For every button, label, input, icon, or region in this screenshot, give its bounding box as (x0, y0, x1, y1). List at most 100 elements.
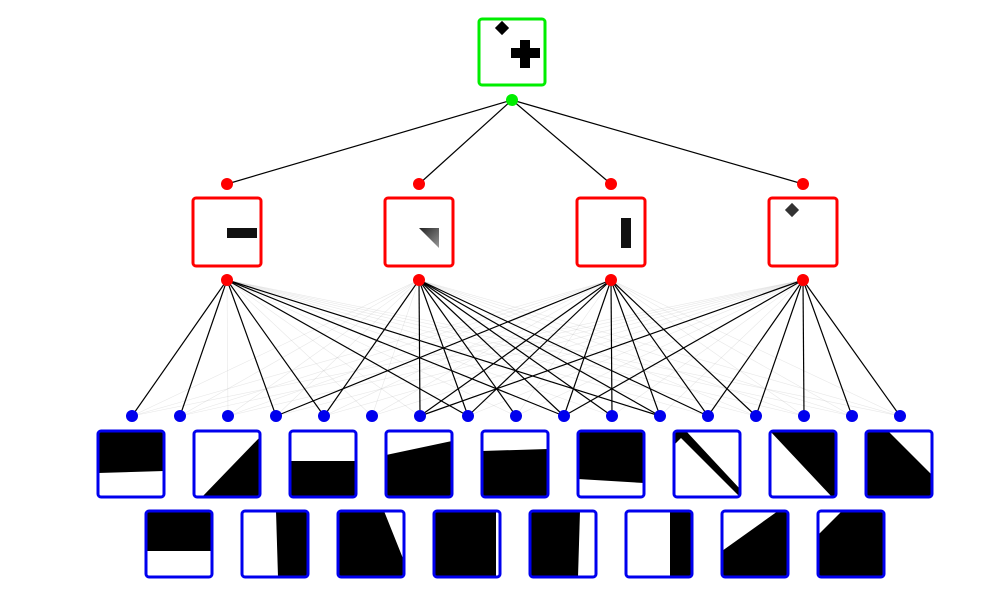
pattern-fill (670, 511, 692, 577)
child-edge (610, 279, 709, 417)
root-diamond-icon (494, 20, 510, 36)
right-half-black-pattern (276, 511, 308, 577)
leaf-box (528, 509, 598, 579)
strong-edge-layer (131, 99, 901, 417)
pattern-fill (818, 511, 884, 577)
leaf-dot (174, 410, 186, 422)
child-edge (226, 279, 325, 417)
pattern-fill (482, 449, 548, 497)
leaf-box (480, 429, 550, 499)
leaf-box (816, 509, 886, 579)
pattern-fill (146, 511, 212, 551)
faint-edge (227, 279, 420, 417)
pattern-fill (434, 511, 496, 577)
child-edge (707, 279, 804, 417)
root-dot (506, 94, 518, 106)
leaf-dot (846, 410, 858, 422)
mid-node (575, 178, 647, 286)
diagonal-lower-right-black-pattern (202, 437, 260, 497)
leaf-dot (510, 410, 522, 422)
leaf-node-row2 (432, 509, 502, 579)
faint-edge (226, 279, 229, 417)
child-edge (802, 279, 805, 417)
pattern-fill (386, 441, 452, 497)
leaf-node-row2 (816, 509, 886, 579)
pattern-fill (674, 431, 740, 497)
child-edge (802, 279, 853, 417)
child-edge (418, 279, 517, 417)
leaf-dot (318, 410, 330, 422)
triangle-icon (419, 228, 439, 248)
leaf-box (720, 509, 790, 579)
leaf-dot (798, 410, 810, 422)
mid-box (575, 196, 647, 268)
leaf-node-row1 (384, 429, 454, 499)
vbar-icon (621, 218, 631, 248)
faint-edge (611, 279, 804, 417)
child-edge (419, 279, 804, 417)
pattern-fill (530, 511, 580, 577)
pattern-fill (722, 511, 788, 577)
corner-cut-black-pattern (818, 511, 884, 577)
pattern-fill (276, 511, 308, 577)
leaf-dot (270, 410, 282, 422)
leaf-box (768, 429, 838, 499)
leaf-dot (558, 410, 570, 422)
leaf-dot (126, 410, 138, 422)
pattern-fill (770, 431, 836, 497)
leaf-node-row1 (96, 429, 166, 499)
child-edge (226, 279, 565, 417)
top-mostly-black-pattern (578, 431, 644, 483)
faint-edge (610, 279, 853, 417)
leaf-node-row1 (288, 429, 358, 499)
pattern-fill (578, 431, 644, 483)
edge-layer (131, 99, 901, 417)
leaf-dot (702, 410, 714, 422)
left-mostly-black-pattern (530, 511, 580, 577)
leaf-box (432, 509, 502, 579)
mid-top-dot (605, 178, 617, 190)
child-edge (275, 279, 612, 417)
mid-bottom-dot (221, 274, 233, 286)
leaf-node-row1 (864, 429, 934, 499)
mid-node (767, 178, 839, 286)
left-slanted-black-pattern (338, 511, 404, 577)
diamond-icon (784, 202, 800, 218)
child-edge (323, 279, 420, 417)
leaf-node-row2 (528, 509, 598, 579)
pattern-fill (866, 431, 932, 497)
leaf-dot (654, 410, 666, 422)
leaf-node-row2 (720, 509, 790, 579)
leaf-dot (462, 410, 474, 422)
leaf-box (288, 429, 358, 499)
root-edge (511, 99, 804, 185)
bottom-mostly-black-pattern (482, 449, 548, 497)
mid-top-dot (797, 178, 809, 190)
leaf-node-row1 (576, 429, 646, 499)
root-edge (511, 99, 612, 185)
leaf-dot (894, 410, 906, 422)
mid-node (383, 178, 455, 286)
child-edge (226, 279, 277, 417)
diagonal-upper-right-black-pattern (674, 431, 740, 497)
faint-edge (226, 279, 373, 417)
child-edge (610, 279, 661, 417)
leaf-box (96, 429, 166, 499)
leaf-box (144, 509, 214, 579)
leaf-box (336, 509, 406, 579)
root-edge (418, 99, 513, 185)
faint-edge (659, 279, 804, 417)
leaf-dot (414, 410, 426, 422)
child-edge (179, 279, 228, 417)
pattern-fill (674, 431, 688, 445)
diagonal-upper-right-wide-black-pattern (866, 431, 932, 497)
node-layer (96, 17, 934, 579)
steep-diagonal-black-pattern (770, 431, 836, 497)
right-portion-black-pattern (670, 511, 692, 577)
almost-all-black-pattern (434, 511, 496, 577)
child-edge (226, 279, 469, 417)
leaf-dot (750, 410, 762, 422)
pattern-fill (98, 431, 164, 473)
